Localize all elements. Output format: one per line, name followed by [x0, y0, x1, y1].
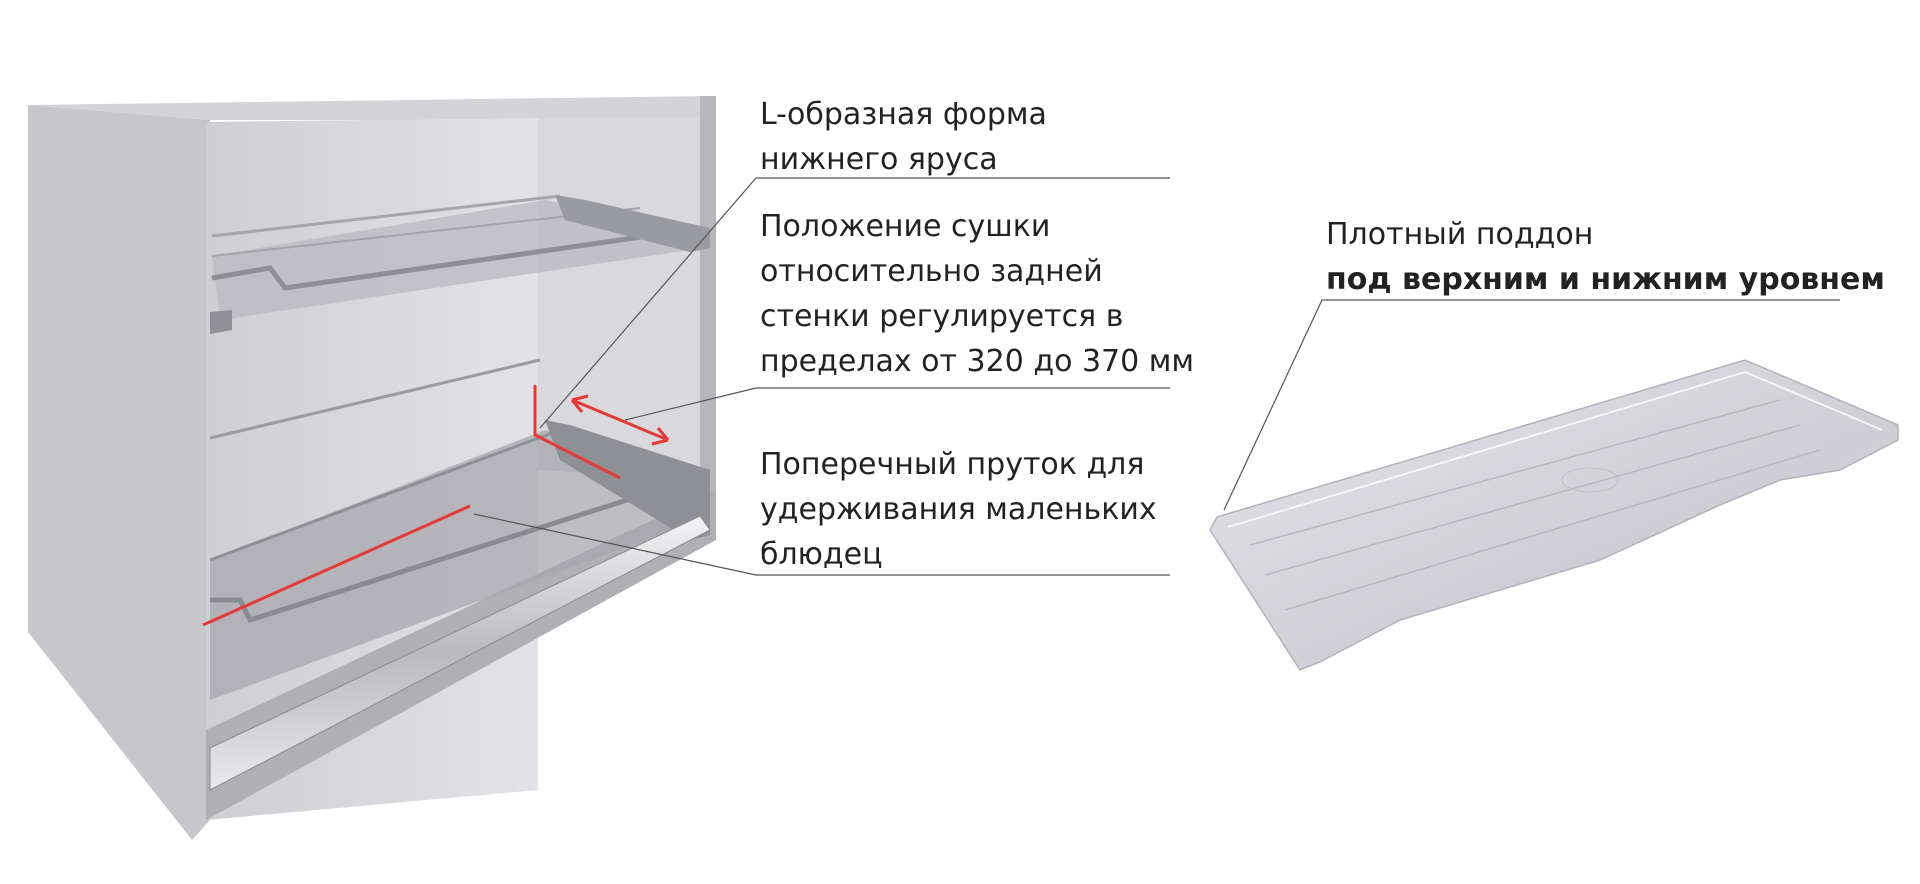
lower-dish-rack: [209, 358, 711, 791]
callout-crossbar-line1: Поперечный пруток для: [760, 447, 1145, 482]
leader-position: [624, 387, 1170, 421]
callout-position-line4: пределах от 320 до 370 мм: [760, 344, 1195, 379]
leader-lines: [473, 177, 1840, 576]
callout-tray-line1: Плотный поддон: [1326, 217, 1594, 252]
lower-rack-bracket-right: [545, 420, 710, 540]
lower-rack-tray: [210, 430, 700, 700]
drip-tray: [1209, 359, 1899, 671]
drip-tray-groove-2: [1264, 424, 1801, 576]
upper-rack-tray: [212, 200, 700, 320]
cabinet-top: [28, 96, 710, 120]
callout-l-shape-line1: L-образная форма: [760, 97, 1047, 132]
callout-crossbar-line3: блюдец: [760, 537, 883, 572]
depth-arrow: [571, 398, 669, 442]
callout-position-line2: относительно задней: [760, 254, 1103, 289]
lower-rack-rail-mid: [209, 428, 561, 562]
lower-crossbar: [209, 515, 711, 791]
cabinet-left-side: [28, 105, 210, 840]
callout-position: Положение сушки относительно задней стен…: [760, 204, 1194, 384]
upper-rack-rail-front: [211, 227, 691, 291]
drip-tray-logo: [1561, 467, 1619, 493]
upper-rack-rail-back: [211, 194, 561, 238]
callout-position-line1: Положение сушки: [760, 209, 1051, 244]
leader-crossbar: [473, 513, 1170, 576]
callout-l-shape-line2: нижнего яруса: [760, 142, 998, 177]
callout-tray: Плотный поддон под верхним и нижним уров…: [1326, 212, 1885, 302]
lower-rack-rail-front: [210, 477, 691, 624]
red-accent-marks: [202, 385, 670, 627]
cabinet-right-edge: [700, 96, 716, 505]
drip-tray-body: [1209, 359, 1899, 671]
l-shape-marker: [533, 385, 621, 480]
upper-dish-rack: [210, 194, 710, 334]
leader-l-shape: [539, 177, 1170, 429]
callout-crossbar-line2: удерживания маленьких: [760, 492, 1157, 527]
lower-rack-rail-top: [209, 358, 541, 440]
depth-arrow-head-left: [570, 394, 589, 413]
drip-tray-groove-1: [1249, 399, 1781, 546]
drip-tray-rim: [1227, 370, 1883, 528]
callout-l-shape: L-образная форма нижнего яруса: [760, 92, 1047, 182]
upper-rack-bracket-left: [210, 310, 232, 334]
depth-arrow-head-right: [651, 427, 670, 446]
callout-tray-line2: под верхним и нижним уровнем: [1326, 262, 1885, 297]
upper-rack-bracket-right: [555, 195, 710, 252]
callout-position-line3: стенки регулируется в: [760, 299, 1124, 334]
callout-crossbar: Поперечный пруток для удерживания малень…: [760, 442, 1157, 577]
crossbar-marker: [202, 504, 471, 627]
leader-tray: [1223, 299, 1840, 511]
drip-tray-groove-3: [1284, 449, 1821, 611]
